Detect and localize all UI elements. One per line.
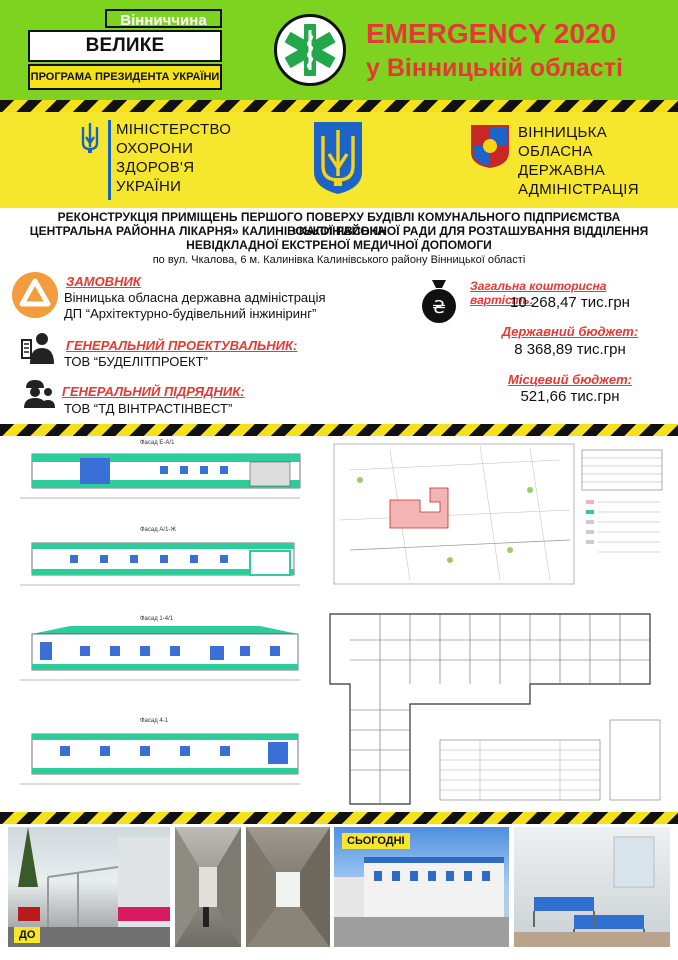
- facade-drawing-1: Фасад Е-А/1: [10, 440, 310, 510]
- local-budget-label: Місцевий бюджет:: [508, 372, 632, 387]
- ministry-divider: [108, 120, 111, 200]
- facade-drawing-4: Фасад 4-1: [10, 712, 310, 792]
- photo-before-corridor-1: [175, 827, 241, 947]
- photo-before-exterior: ДО: [8, 827, 170, 947]
- oda-line: ОБЛАСНА: [518, 143, 593, 160]
- facade-title: Фасад 1-4/1: [140, 616, 174, 622]
- project-address: по вул. Чкалова, 6 м. Калинівка Калинівс…: [152, 254, 526, 266]
- logo-main-label: ВЕЛИКЕ БУДІВНИЦТВО: [28, 30, 222, 84]
- logo-sub-label: ПРОГРАМА ПРЕЗИДЕНТА УКРАЇНИ: [28, 64, 222, 90]
- star-of-life-icon: [274, 14, 346, 86]
- state-budget-value: 8 368,89 тис.грн: [514, 341, 626, 358]
- total-cost-label: Загальна кошторисна вартість:: [470, 279, 607, 307]
- contractor-label: ГЕНЕРАЛЬНИЙ ПІДРЯДНИК:: [62, 384, 245, 399]
- photo-today-ward: [514, 827, 670, 947]
- floor-plan-drawing: [320, 600, 670, 810]
- oda-line: ВІННИЦЬКА: [518, 124, 608, 141]
- total-cost-value: 10 268,47 тис.грн: [510, 294, 630, 311]
- hatch-divider-top: [0, 100, 678, 112]
- ministry-name: МІНІСТЕРСТВО ОХОРОНИ ЗДОРОВ'Я УКРАЇНИ: [116, 120, 256, 196]
- logo-region-label: Вінниччина: [105, 9, 222, 29]
- project-title-line: ЦЕНТРАЛЬНА РАЙОННА ЛІКАРНЯ» КАЛИНІВСЬКОЇ…: [29, 224, 649, 238]
- customer-recycle-icon: [12, 272, 58, 318]
- oda-line: АДМІНІСТРАЦІЯ: [518, 181, 639, 198]
- today-tag: СЬОГОДНІ: [342, 833, 410, 849]
- ministry-line: ОХОРОНИ: [116, 140, 194, 157]
- customer-line1: Вінницька обласна державна адміністрація: [64, 290, 326, 305]
- before-tag: ДО: [14, 927, 41, 943]
- facade-drawing-2: Фасад А/1-Ж: [10, 525, 310, 595]
- customer-line2: ДП “Архітектурно-будівельний інжиніринг”: [64, 306, 317, 321]
- hatch-divider-bottom: [0, 812, 678, 824]
- site-plan-drawing: [330, 440, 670, 590]
- customer-label: ЗАМОВНИК: [66, 274, 141, 289]
- designer-label: ГЕНЕРАЛЬНИЙ ПРОЕКТУВАЛЬНИК:: [66, 338, 298, 353]
- poster-subtitle: у Вінницькій області: [366, 54, 623, 82]
- poster-title: EMERGENCY 2020: [366, 18, 617, 49]
- designer-icon: [20, 330, 56, 366]
- ministry-line: ЗДОРОВ'Я: [116, 159, 195, 176]
- project-title-line: НЕВІДКЛАДНОЇ ЕКСТРЕНОЇ МЕДИЧНОЇ ДОПОМОГИ: [186, 238, 492, 252]
- hatch-divider-middle: [0, 424, 678, 436]
- money-bag-icon: ₴: [416, 276, 462, 324]
- tryzub-small-icon: [80, 121, 100, 155]
- oblast-crest-icon: [470, 124, 510, 169]
- oda-name: ВІННИЦЬКА ОБЛАСНА ДЕРЖАВНА АДМІНІСТРАЦІЯ: [518, 123, 668, 199]
- facade-title: Фасад 4-1: [140, 718, 169, 724]
- designer-value: ТОВ “БУДЕЛІТПРОЕКТ”: [64, 354, 208, 369]
- contractor-icon: [22, 378, 56, 408]
- hryvnia-symbol: ₴: [432, 297, 446, 318]
- facade-drawing-3: Фасад 1-4/1: [10, 612, 310, 692]
- state-budget-label: Державний бюджет:: [501, 324, 639, 339]
- local-budget-value: 521,66 тис.грн: [520, 388, 620, 405]
- facade-title: Фасад А/1-Ж: [140, 527, 176, 533]
- project-title-line: РЕКОНСТРУКЦІЯ ПРИМІЩЕНЬ ПЕРШОГО ПОВЕРХУ …: [57, 210, 621, 238]
- contractor-value: ТОВ “ТД ВІНТРАСТІНВЕСТ”: [64, 401, 233, 416]
- photo-before-corridor-2: [246, 827, 330, 947]
- coat-of-arms-icon: [312, 120, 364, 196]
- facade-title: Фасад Е-А/1: [140, 440, 175, 446]
- ministry-line: МІНІСТЕРСТВО: [116, 121, 232, 138]
- oda-line: ДЕРЖАВНА: [518, 162, 606, 179]
- ministry-line: УКРАЇНИ: [116, 178, 182, 195]
- photo-today-exterior: СЬОГОДНІ: [334, 827, 509, 947]
